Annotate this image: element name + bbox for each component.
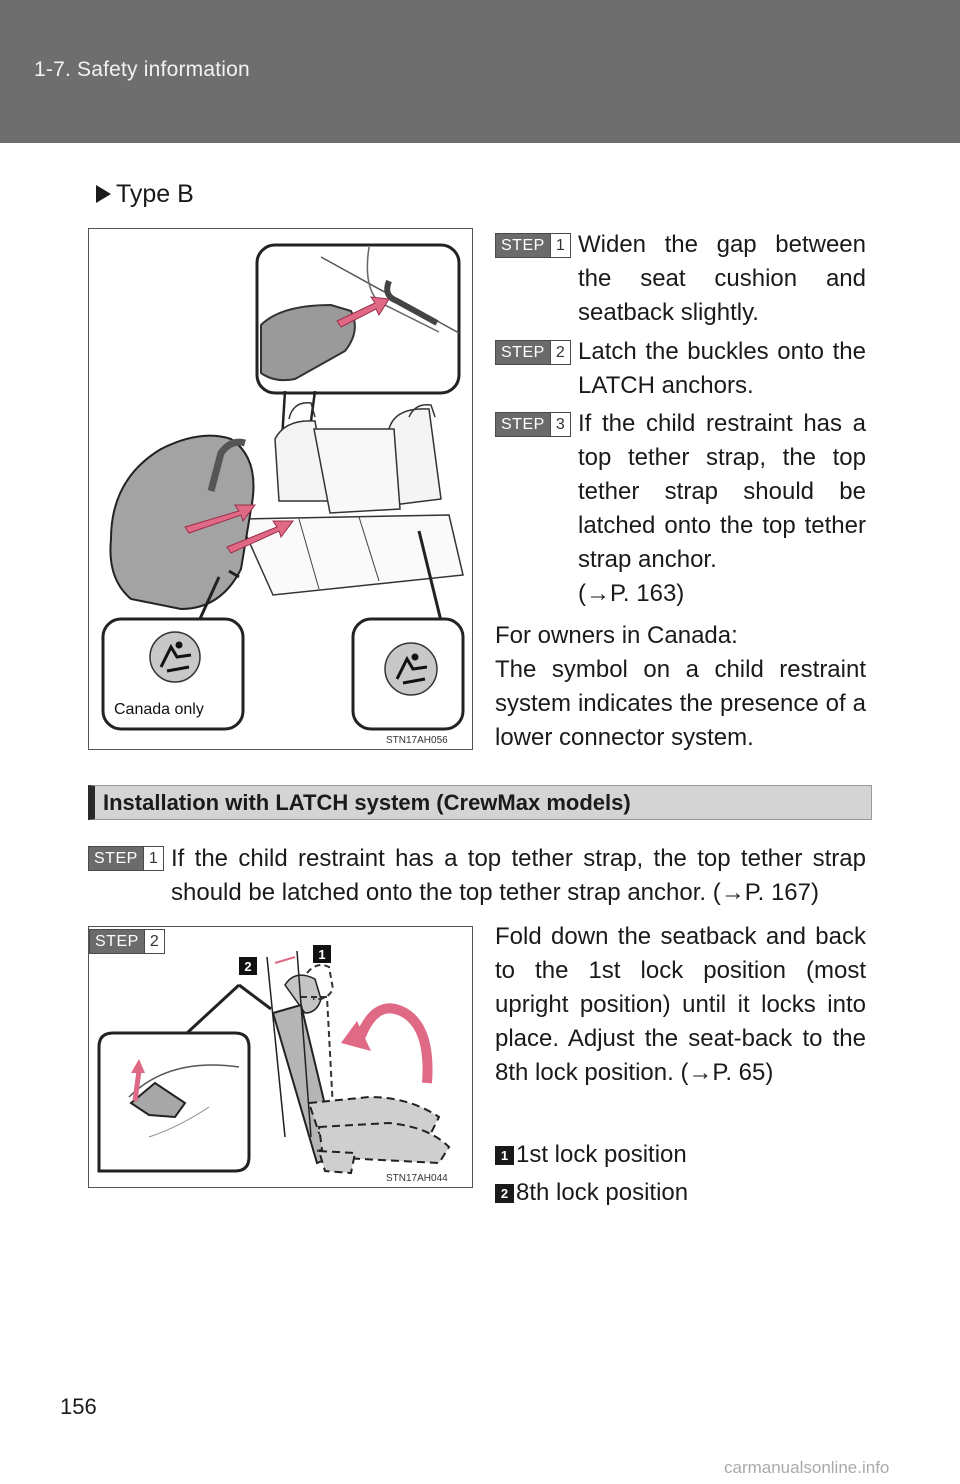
step-3-text: If the child restraint has a top tether … (578, 410, 866, 573)
callout-number-1: 1 (318, 947, 325, 962)
figure-latch-installation: Canada only STN17AH056 (88, 228, 473, 750)
seatback-fold-illustration: 2 1 STN17AH044 (97, 945, 451, 1184)
lower-connector-symbol-icon (149, 631, 201, 683)
section-title: 1-7. Safety information (34, 58, 250, 81)
canada-only-label: Canada only (114, 701, 204, 718)
lower-connector-symbol-icon (384, 642, 438, 696)
step-2-text: Latch the buckles onto the LATCH anchors… (578, 338, 866, 399)
latch-installation-illustration: Canada only STN17AH056 (101, 243, 465, 746)
triangle-bullet-icon (96, 185, 111, 203)
watermark: carmanualsonline.info (724, 1458, 890, 1477)
step-1-text: Widen the gap between the seat cushion a… (578, 231, 866, 326)
crew-step-2-text: Fold down the seatback and back to the 1… (495, 923, 866, 1086)
step-3-page-ref: (→P. 163) (578, 580, 685, 607)
section-heading: Installation with LATCH system (CrewMax … (88, 785, 872, 820)
canada-note: For owners in Canada: The symbol on a ch… (495, 622, 866, 751)
page-header: 1-7. Safety information (0, 0, 960, 143)
figure-code: STN17AH044 (386, 1173, 448, 1184)
type-label-text: Type B (116, 180, 194, 208)
crew-step-1-text: If the child restraint has a top tether … (171, 845, 866, 906)
figure-code: STN17AH056 (386, 735, 448, 746)
page-number: 156 (60, 1394, 97, 1419)
callout-number-2: 2 (244, 959, 251, 974)
type-label: Type B (96, 180, 194, 209)
